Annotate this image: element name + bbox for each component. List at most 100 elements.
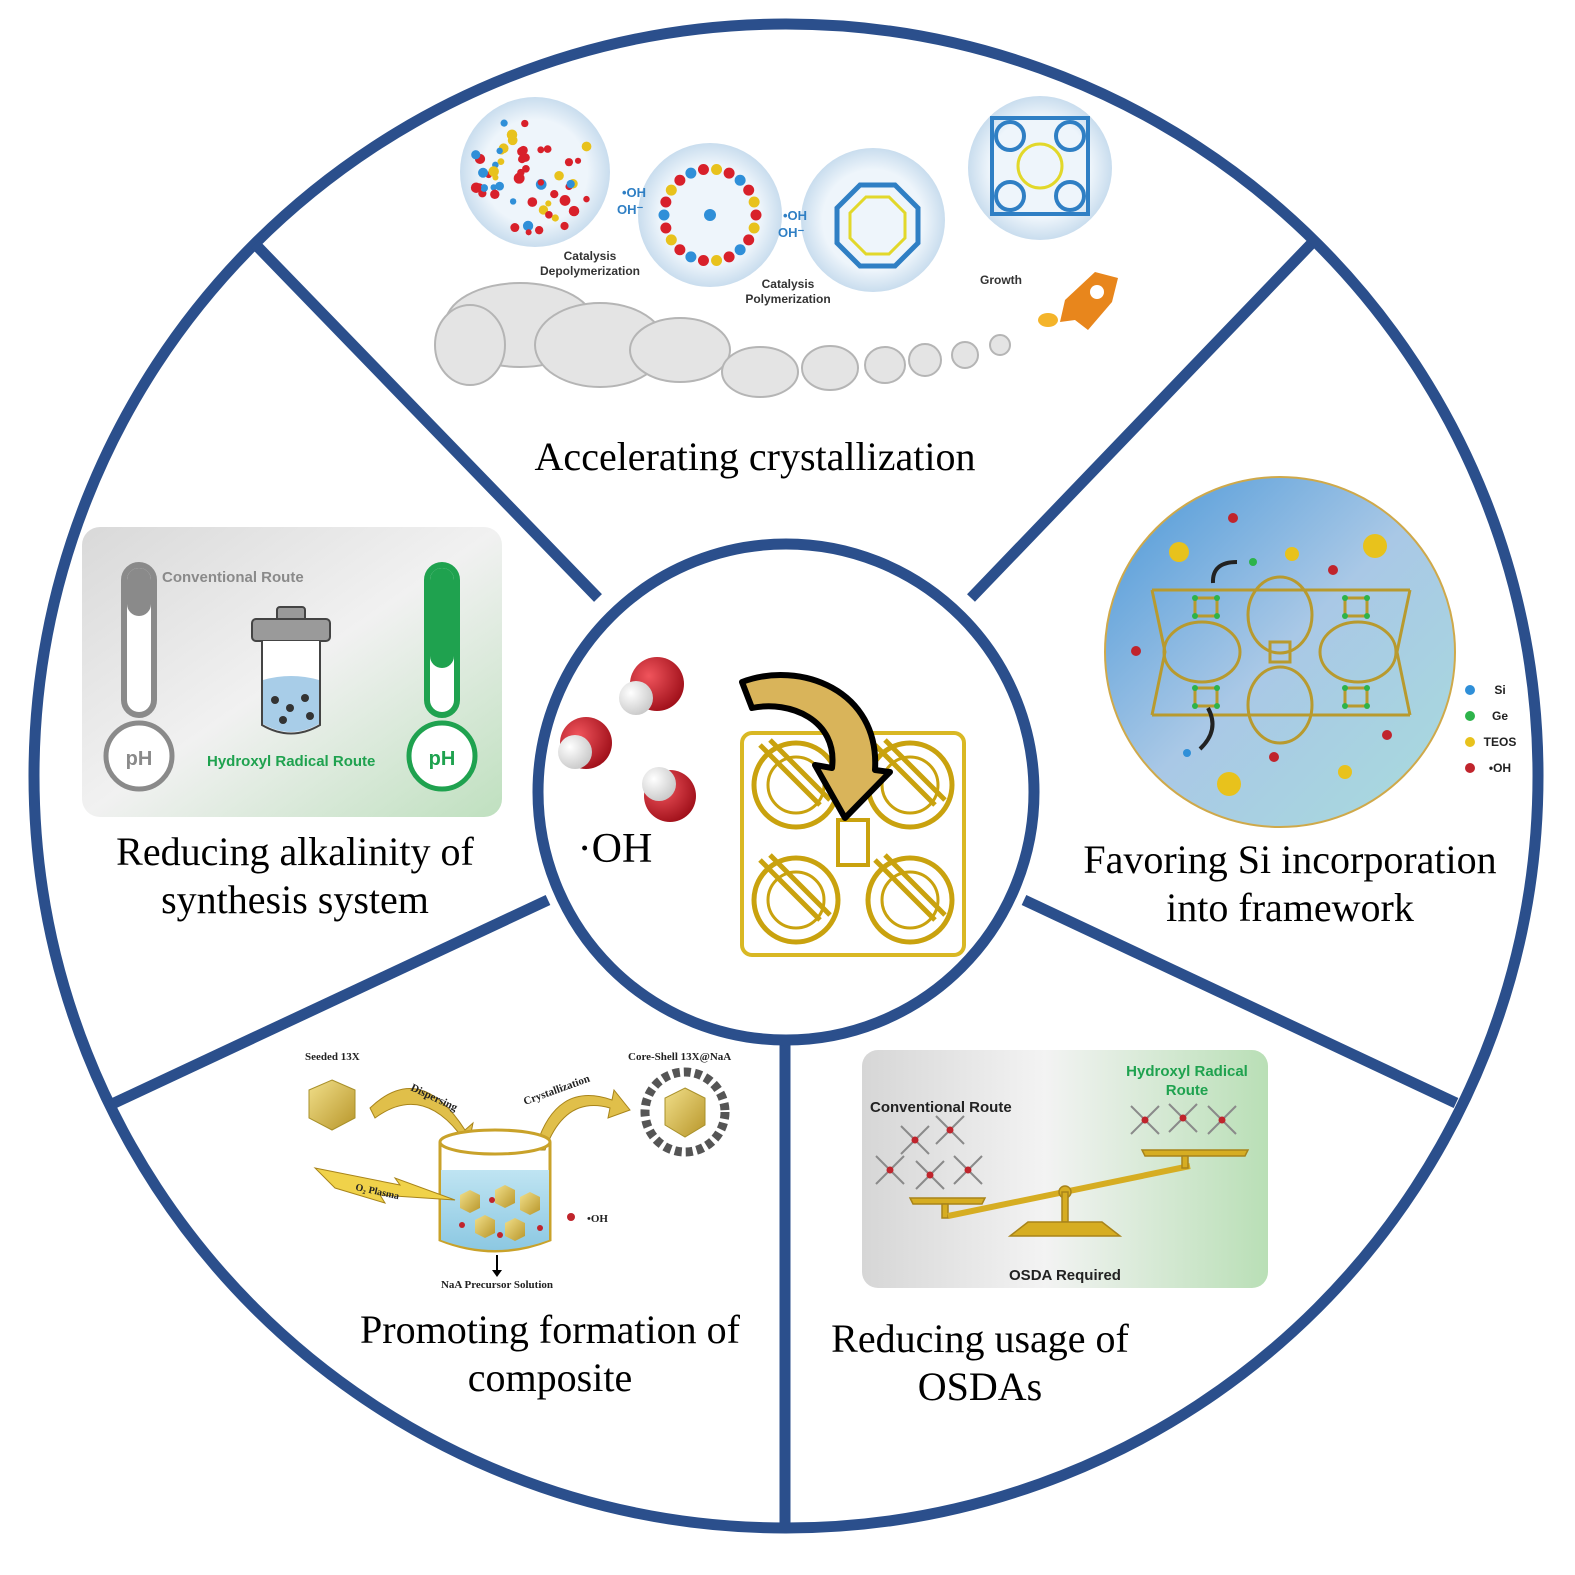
atom [723,251,735,263]
atom [674,244,686,256]
teos-particle [1363,534,1387,558]
label-accelerating-crystallization: Accelerating crystallization [455,433,1055,481]
teos-particle [1285,547,1299,561]
bubble-growth [968,96,1112,240]
legend-label: TEOS [1484,735,1517,749]
atom-ring [658,163,762,267]
atom [490,184,497,191]
atom [497,158,505,166]
thermometer-hydroxyl-icon [406,562,478,792]
atom [559,195,571,206]
atom [518,155,527,164]
oh-radical [1228,513,1238,523]
osda-molecule-icon [1168,1103,1198,1133]
atom [509,198,517,205]
osda-molecule-icon [1207,1105,1237,1135]
down-arrow-head [492,1270,502,1277]
atom [665,234,677,246]
atom [543,145,552,153]
ge-site [1364,595,1370,601]
species-hydroxide: OH⁻ [617,202,644,217]
atom [510,223,520,233]
ge-site [1214,703,1220,709]
atom [568,205,580,217]
teos-particle [1338,765,1352,779]
ge-site [1364,703,1370,709]
atom [660,196,672,208]
legend-label: Ge [1492,709,1508,723]
oh-legend-label: •OH [587,1213,608,1225]
osda-molecule-icon [875,1155,905,1185]
atom [704,209,716,221]
oh-molecule [642,767,696,822]
osda-molecule-icon [1130,1105,1160,1135]
divider-left [107,895,551,1110]
atom [538,205,549,215]
curved-arrow-icon [1198,707,1215,751]
atom [527,197,538,207]
atom [566,179,575,189]
si-atom [1183,749,1191,757]
atom [685,167,697,179]
oh-radical [1269,752,1279,762]
atom [685,251,697,263]
atom [534,225,544,235]
atom [574,157,582,164]
atom [500,119,508,127]
species-oh-radical: •OH [783,208,807,223]
center-oh-label: ·OH [578,826,653,872]
atom [551,214,559,222]
atom [496,147,503,155]
atom [564,158,574,167]
beaker-icon [438,1128,552,1253]
atom [470,182,482,193]
atom [480,184,489,192]
atom [750,209,762,221]
atom [488,166,499,177]
oh-radical [1328,565,1338,575]
atom [734,174,746,186]
bubble-nucleus [801,148,945,292]
label-line: Promoting formation of [360,1307,740,1352]
zeolite-cage-icon [834,182,921,269]
label-line: synthesis system [161,877,429,922]
stage-growth: Growth [980,273,1022,287]
atom [513,172,525,184]
plasma-bolt-icon [313,1167,456,1204]
atom [697,163,709,175]
thermometer-conventional-icon [103,562,175,792]
naa-solution-label: NaA Precursor Solution [441,1279,553,1291]
panel-composite-formation: Seeded 13X Core-Shell 13X@NaA Dispersing… [305,1051,731,1291]
atom [550,190,559,199]
legend-swatch [1465,685,1475,695]
oh-radical [567,1213,575,1221]
ge-site [1192,703,1198,709]
ge-sites [1192,595,1370,709]
ge-site [1342,703,1348,709]
balance-scale-icon [908,1149,1250,1237]
species-hydroxide: OH⁻ [778,225,805,240]
ph-label-left: pH [126,748,153,770]
label-si-incorporation: Favoring Si incorporation into framework [1040,836,1540,932]
osda-hydroxyl-label-2: Route [1166,1082,1209,1099]
teos-particle [1217,772,1241,796]
ge-site [1214,595,1220,601]
atom [711,255,723,267]
ge-site [1364,685,1370,691]
label-line: OSDAs [917,1364,1043,1409]
atom [734,244,746,256]
osda-required-label: OSDA Required [1009,1267,1121,1284]
curved-arrow-icon [1210,560,1238,584]
osda-hydroxyl-label-1: Hydroxyl Radical [1126,1063,1248,1080]
conventional-route-label: Conventional Route [162,569,304,586]
label-line: into framework [1166,885,1414,930]
oh-molecule [558,717,612,769]
atom [581,141,592,152]
legend-swatch [1465,737,1475,747]
core-shell-icon [640,1067,730,1157]
oh-radical [1131,646,1141,656]
